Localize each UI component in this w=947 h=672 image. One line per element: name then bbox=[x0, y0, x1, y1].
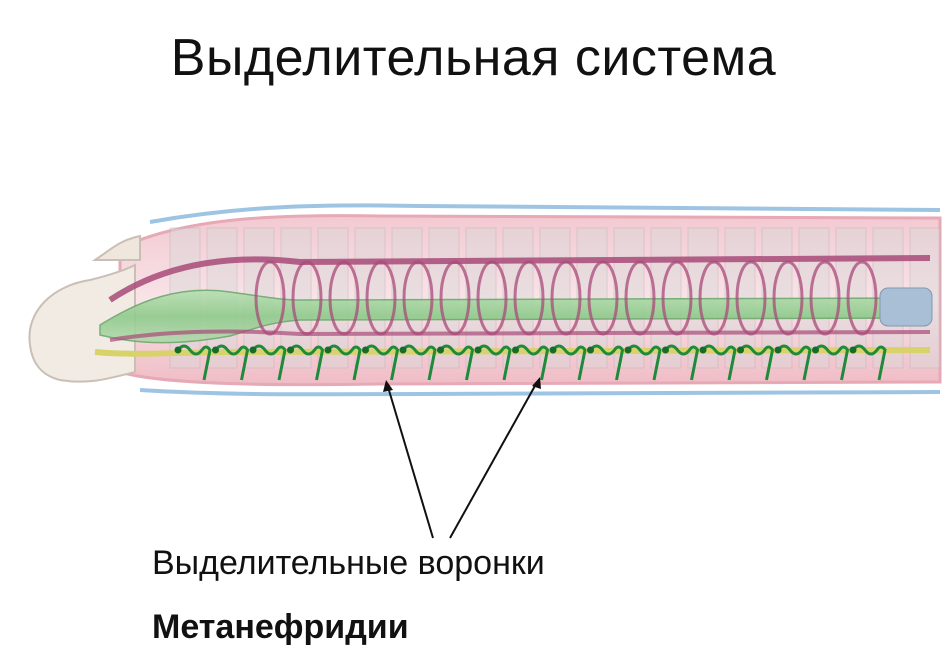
nephrostome-funnel bbox=[774, 346, 782, 354]
label-excretory-funnels: Выделительные воронки bbox=[152, 544, 545, 582]
page-title: Выделительная система bbox=[170, 29, 777, 87]
metanephridium bbox=[701, 344, 737, 381]
nephrostome-funnel bbox=[812, 346, 819, 354]
worm-head bbox=[28, 234, 141, 383]
metanephridium bbox=[176, 344, 212, 381]
metanephridia-group bbox=[174, 344, 887, 381]
intestine bbox=[99, 287, 933, 344]
metanephridium bbox=[851, 344, 887, 381]
nephrostome-funnel bbox=[587, 346, 594, 354]
nephrostome-funnel bbox=[399, 346, 407, 354]
nephrostome-funnel bbox=[662, 346, 669, 354]
nephrostome-funnel bbox=[849, 346, 857, 354]
metanephridium bbox=[251, 344, 287, 381]
metanephridium bbox=[364, 344, 400, 381]
metanephridium bbox=[439, 344, 475, 381]
nephrostome-funnel bbox=[437, 346, 444, 354]
nephrostome-funnel bbox=[624, 346, 632, 354]
nephrostome-funnel bbox=[512, 346, 519, 354]
annotation-arrows bbox=[383, 377, 541, 539]
septum bbox=[354, 227, 386, 369]
nephrostome-funnel bbox=[737, 346, 744, 354]
septum bbox=[576, 227, 608, 369]
metanephridium bbox=[589, 344, 625, 381]
nephrostome-funnel bbox=[249, 346, 257, 354]
septum bbox=[613, 227, 645, 369]
metanephridium bbox=[214, 344, 250, 381]
nephrostome-funnel bbox=[324, 346, 332, 354]
metanephridium bbox=[326, 344, 362, 381]
metanephridium bbox=[739, 344, 775, 381]
septum bbox=[391, 227, 423, 369]
metanephridium bbox=[664, 344, 700, 381]
septum bbox=[428, 227, 460, 369]
metanephridium bbox=[626, 344, 662, 381]
nephrostome-funnel bbox=[549, 346, 557, 354]
metanephridium bbox=[814, 344, 850, 381]
dorsal-vessel bbox=[108, 255, 931, 342]
nephrostome-funnel bbox=[212, 346, 219, 354]
septum bbox=[465, 227, 497, 369]
nephrostome-funnel bbox=[474, 346, 482, 354]
septum bbox=[502, 227, 534, 369]
nephrostome-funnel bbox=[287, 346, 294, 354]
metanephridium bbox=[476, 344, 512, 381]
nephrostome-funnel bbox=[174, 346, 182, 354]
metanephridium bbox=[289, 344, 325, 381]
label-metanephridia: Метанефридии bbox=[152, 608, 409, 646]
septum bbox=[539, 227, 571, 369]
nephrostome-funnel bbox=[699, 346, 707, 354]
metanephridium bbox=[401, 344, 437, 381]
nephrostome-funnel bbox=[362, 346, 369, 354]
metanephridium bbox=[514, 344, 550, 381]
metanephridium bbox=[776, 344, 812, 381]
metanephridium bbox=[551, 344, 587, 381]
septum bbox=[317, 227, 349, 369]
nerve-cord bbox=[94, 347, 931, 357]
septum bbox=[650, 227, 682, 369]
